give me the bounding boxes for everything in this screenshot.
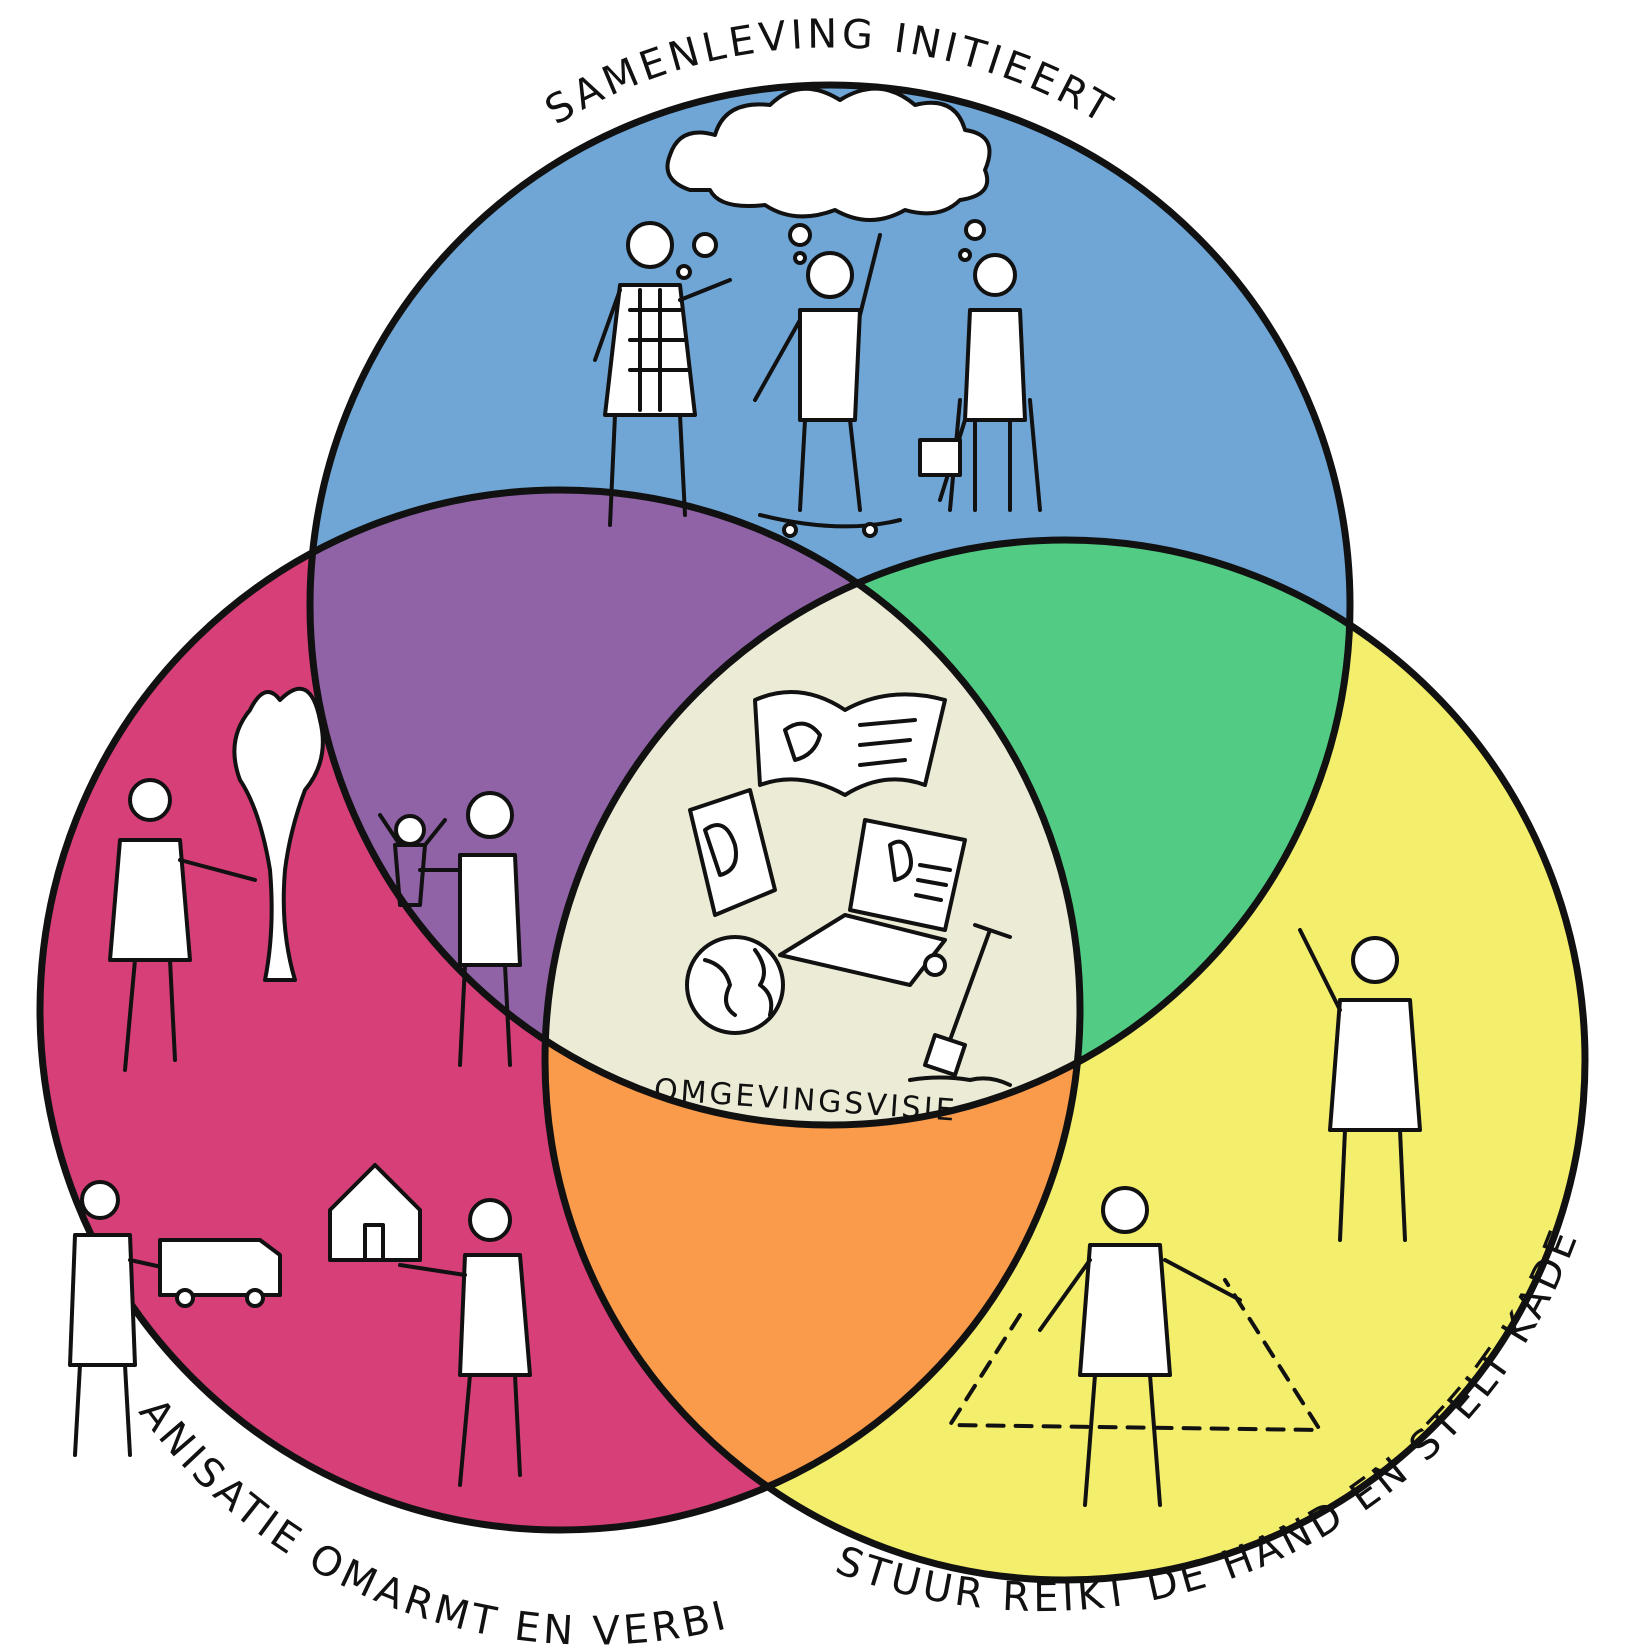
laptop-icon: [778, 818, 967, 987]
globe-icon: [685, 935, 785, 1035]
worker-figure: [593, 221, 732, 527]
elderly-walker-figure: [918, 253, 1042, 512]
thought-cloud-icon: [665, 86, 992, 280]
phone-map-icon: [688, 788, 777, 917]
man-with-tree-figure: [108, 686, 325, 1072]
shovel-icon: [908, 923, 1012, 1087]
center-overlap: [545, 540, 1080, 1125]
man-with-van-figure: [68, 1180, 282, 1457]
framing-official-figure: [948, 1186, 1322, 1507]
skater-figure: [753, 233, 902, 538]
woman-with-house-figure: [328, 1163, 532, 1487]
pointing-official-figure: [1298, 928, 1422, 1242]
book-map-icon: [753, 690, 947, 797]
parent-with-child-figure: [378, 791, 522, 1067]
